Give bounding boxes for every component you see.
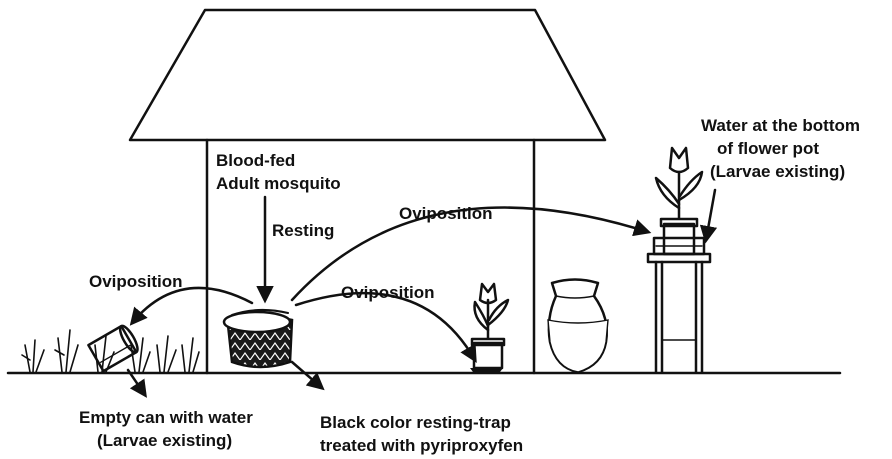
flower-pot-pointer-arrow <box>706 190 715 240</box>
house-roof <box>130 10 605 140</box>
trap-pointer-arrow <box>292 362 322 388</box>
house <box>130 10 605 373</box>
flower-pot-right <box>654 148 704 254</box>
label-oviposition-top: Oviposition <box>399 204 493 223</box>
label-oviposition-middle: Oviposition <box>341 283 435 302</box>
label-adult-mosquito: Adult mosquito <box>216 174 341 193</box>
label-oviposition-left: Oviposition <box>89 272 183 291</box>
empty-can <box>88 324 140 371</box>
label-trap-line2: treated with pyriproxyfen <box>320 436 523 455</box>
label-flower-pot-line2: of flower pot <box>717 139 819 158</box>
label-trap-line1: Black color resting-trap <box>320 413 511 432</box>
label-empty-can-larvae: (Larvae existing) <box>97 431 232 450</box>
label-flower-pot-line1: Water at the bottom <box>701 116 860 135</box>
plant-stand <box>648 254 710 372</box>
label-resting: Resting <box>272 221 334 240</box>
label-empty-can: Empty can with water <box>79 408 253 427</box>
water-jar <box>548 280 608 373</box>
oviposition-arrow-middle <box>296 293 475 360</box>
label-flower-pot-line3: (Larvae existing) <box>710 162 845 181</box>
label-blood-fed: Blood-fed <box>216 151 295 170</box>
black-resting-trap <box>224 310 292 367</box>
